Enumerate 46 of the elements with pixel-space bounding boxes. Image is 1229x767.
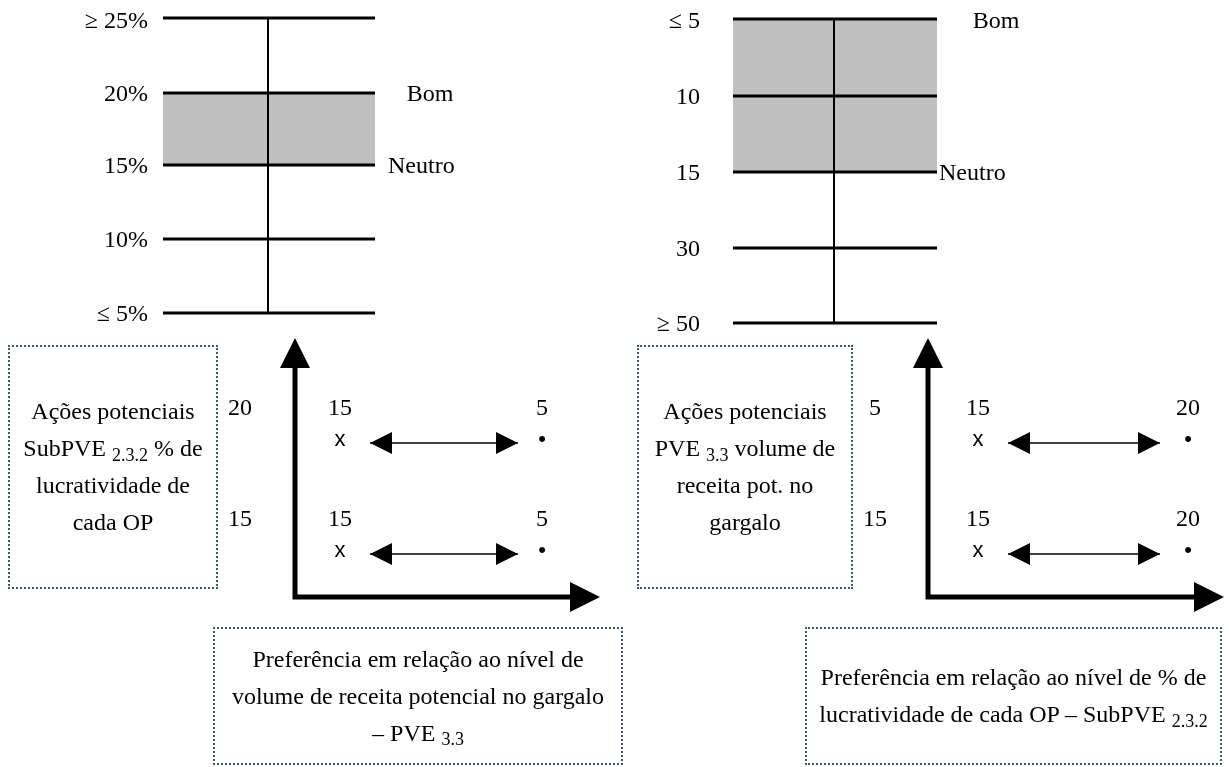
double-arrow	[369, 432, 519, 454]
box-text: Ações potenciais PVE $_{3.3}$ volume de receita pot. no gargalo	[653, 397, 837, 537]
scale-value: 10%	[104, 225, 148, 253]
scale-value: 15%	[104, 151, 148, 179]
text-box	[805, 627, 1222, 765]
point-value: 20	[1176, 504, 1200, 533]
scale-value: ≤ 5%	[96, 299, 148, 327]
point-marker: x	[972, 425, 984, 453]
row-value: 20	[228, 393, 252, 421]
text-box	[637, 345, 853, 589]
point-value: 15	[966, 393, 990, 422]
point-marker: •	[538, 536, 546, 564]
double-arrow	[1007, 432, 1161, 454]
double-arrow	[369, 543, 519, 565]
point-marker: •	[1184, 536, 1192, 564]
level-label: Bom	[406, 79, 454, 107]
scale-value: 15	[676, 158, 700, 186]
row-value: 15	[863, 504, 887, 532]
scale-value: 10	[676, 82, 700, 110]
point-marker: x	[972, 536, 984, 564]
level-label: Neutro	[939, 158, 1006, 186]
point-marker: x	[334, 425, 346, 453]
row-value: 5	[869, 393, 881, 421]
point-marker: •	[1184, 425, 1192, 453]
box-text: Preferência em relação ao nível de % de lucratividade de cada OP – SubPVE $_{2.3.2}$	[818, 663, 1209, 733]
point-value: 15	[328, 393, 352, 422]
level-label: Bom	[972, 6, 1020, 34]
point-value: 15	[966, 504, 990, 533]
point-marker: x	[334, 536, 346, 564]
scale-value: ≥ 50	[656, 309, 700, 337]
level-label: Neutro	[388, 151, 455, 179]
scale-value: 30	[676, 234, 700, 262]
text-box	[213, 627, 623, 765]
scale-value: ≤ 5	[668, 6, 700, 34]
point-value: 5	[536, 504, 548, 533]
scale-value: ≥ 25%	[84, 6, 148, 34]
row-value: 15	[228, 504, 252, 532]
point-value: 5	[536, 393, 548, 422]
text-box	[8, 345, 218, 589]
point-value: 15	[328, 504, 352, 533]
scale-value: 20%	[104, 79, 148, 107]
double-arrow	[1007, 543, 1161, 565]
box-text: Preferência em relação ao nível de volume de receita potencial no gargalo – PVE $_{3.3}$	[230, 644, 606, 751]
point-value: 20	[1176, 393, 1200, 422]
point-marker: •	[538, 425, 546, 453]
box-text: Ações potenciais SubPVE $_{2.3.2}$ % de lucratividade de cada OP	[22, 397, 204, 537]
